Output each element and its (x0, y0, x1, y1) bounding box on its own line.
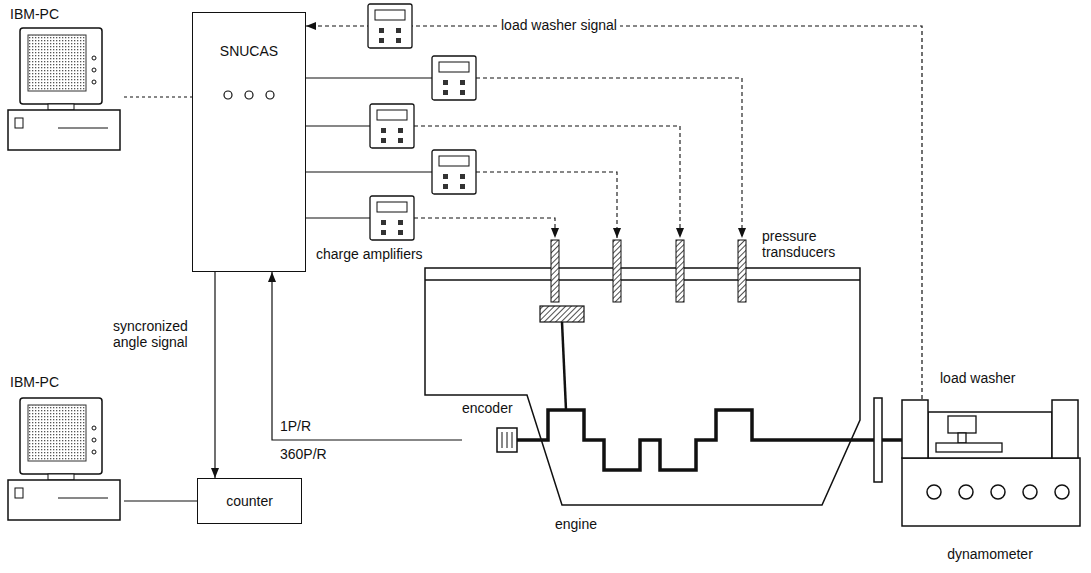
pressure-transducer (738, 240, 746, 302)
pressure-transducer (613, 240, 621, 302)
charge-amplifier (368, 4, 412, 48)
load-washer-symbol (958, 433, 966, 443)
pressure-transducer (676, 240, 684, 302)
snucas-knobs (224, 91, 232, 99)
edge-label: syncronized angle signal (110, 318, 214, 350)
charge-amplifier (368, 4, 476, 240)
data-link (124, 500, 197, 501)
dynamometer-node: dynamometer load washer (896, 366, 1084, 564)
pressure-transducer (551, 240, 746, 302)
load-washer-symbol (936, 416, 1002, 452)
transducer-signal-wire (414, 78, 742, 238)
signal-name: 360P/R (280, 446, 327, 462)
engine-outline (425, 268, 860, 505)
encoder-symbol (502, 432, 503, 448)
charge-amplifier (370, 104, 414, 148)
dynamometer-body (902, 400, 1080, 526)
charge-amplifier (432, 150, 476, 194)
transducer-signal-wire (476, 78, 742, 238)
charge-amplifier (370, 196, 414, 240)
dynamometer-body (1055, 485, 1069, 499)
node-text: dynamometer (947, 546, 1033, 562)
node-text: load washer (940, 370, 1016, 386)
data-link (124, 96, 192, 97)
encoder-symbol (497, 428, 517, 452)
node-text: SNUCAS (220, 43, 278, 59)
load-washer-symbol (936, 443, 1002, 452)
dynamometer-body (991, 485, 1005, 499)
signal-line (214, 272, 215, 478)
crankshaft (517, 410, 902, 470)
dynamometer-body (1052, 400, 1078, 458)
node-text: engine (555, 516, 597, 532)
computer-node: IBM-PC (6, 4, 124, 154)
process-box: counter (197, 478, 302, 524)
edge-label: syncronized angle signal (110, 318, 214, 350)
dynamometer-body (959, 485, 973, 499)
node-text: encoder (462, 400, 513, 416)
load-washer-node: load washer (934, 370, 1032, 456)
snucas-knobs (224, 91, 274, 99)
part-label: charge amplifiers (316, 246, 423, 262)
signal-name: 1P/R (280, 418, 311, 434)
transducer-signal-wire (476, 172, 617, 238)
edge-label: load washer signal (498, 17, 620, 33)
dynamometer-body (902, 400, 928, 458)
snucas-knobs (245, 91, 253, 99)
piston (540, 306, 584, 322)
dynamometer-body (1023, 485, 1037, 499)
charge-amplifier (432, 56, 476, 100)
computer-icon (8, 28, 120, 150)
computer-node: IBM-PC (6, 372, 124, 522)
node-text: IBM-PC (10, 6, 59, 22)
engine-outline (425, 268, 860, 505)
signal-name: 360P/R (280, 446, 327, 462)
load-washer-symbol (948, 416, 976, 433)
node-text: counter (226, 493, 273, 509)
pressure-transducer (551, 240, 559, 302)
piston (562, 322, 566, 410)
amplifier-wire (306, 217, 370, 218)
encoder-symbol (497, 428, 517, 452)
dynamometer-body (902, 458, 1080, 526)
dynamometer-body (927, 485, 941, 499)
crankshaft (882, 438, 902, 442)
engine-outline (425, 279, 860, 281)
dynamometer-body (928, 412, 1052, 458)
encoder-node: encoder (462, 400, 524, 458)
computer-icon (8, 28, 120, 520)
engine-node: engine (425, 268, 860, 540)
transducer-signal-wire (414, 218, 555, 238)
part-label: pressure transducers (762, 228, 858, 260)
signal-name: 1P/R (280, 418, 311, 434)
amplifier-wire (306, 77, 432, 78)
amplifier-wire (306, 125, 370, 126)
edge-label: load washer signal (498, 17, 620, 33)
transducer-signal-wire (414, 126, 680, 238)
flywheel (874, 398, 882, 482)
snucas-knobs (266, 91, 274, 99)
part-label: pressure transducers (762, 228, 858, 260)
flywheel (874, 398, 882, 482)
piston (540, 306, 584, 410)
encoder-symbol (507, 432, 508, 448)
process-box: SNUCAS (192, 12, 306, 272)
node-text: IBM-PC (10, 374, 59, 390)
encoder-symbol (512, 432, 513, 448)
part-label: charge amplifiers (316, 246, 423, 262)
crankshaft (517, 410, 874, 470)
amplifier-wire (306, 171, 432, 172)
computer-icon (8, 398, 120, 520)
